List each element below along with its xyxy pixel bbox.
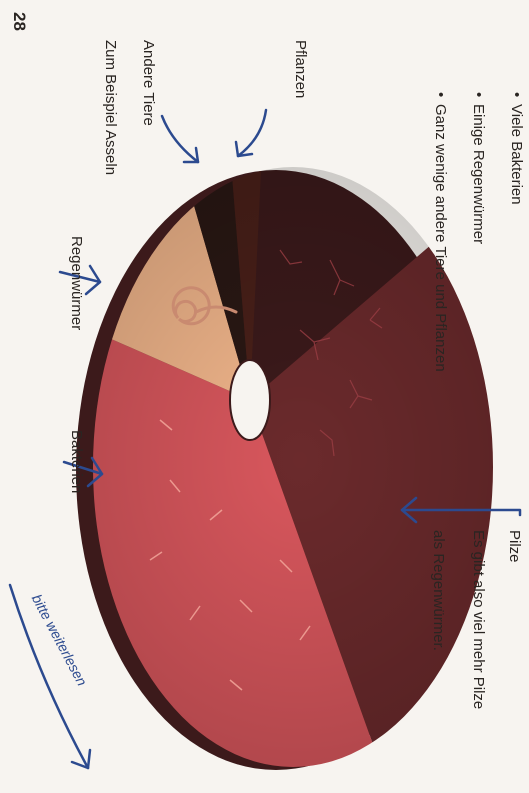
label-zum-beispiel: Zum Beispiel Asseln — [103, 40, 118, 175]
bullet-item: Ganz wenige andere Tiere und Pflanzen — [433, 92, 448, 372]
arrow-pflanzen — [236, 110, 266, 156]
label-bakterien: Bakterien — [69, 430, 84, 493]
bullet-item: Viele Bakterien — [509, 92, 524, 205]
ring-hole — [230, 360, 270, 440]
label-pilze: Pilze — [507, 530, 522, 563]
conclusion-line-2: als Regenwürmer. — [431, 530, 446, 651]
bullet-item: Einige Regenwürmer — [471, 92, 486, 244]
arrow-andere-tiere — [162, 116, 198, 162]
label-regenwuermer: Regenwürmer — [69, 236, 84, 330]
label-pflanzen: Pflanzen — [293, 40, 308, 98]
conclusion-line-1: Es gibt also viel mehr Pilze — [471, 530, 486, 709]
label-andere-tiere: Andere Tiere — [141, 40, 156, 126]
page-number: 28 — [11, 12, 28, 31]
